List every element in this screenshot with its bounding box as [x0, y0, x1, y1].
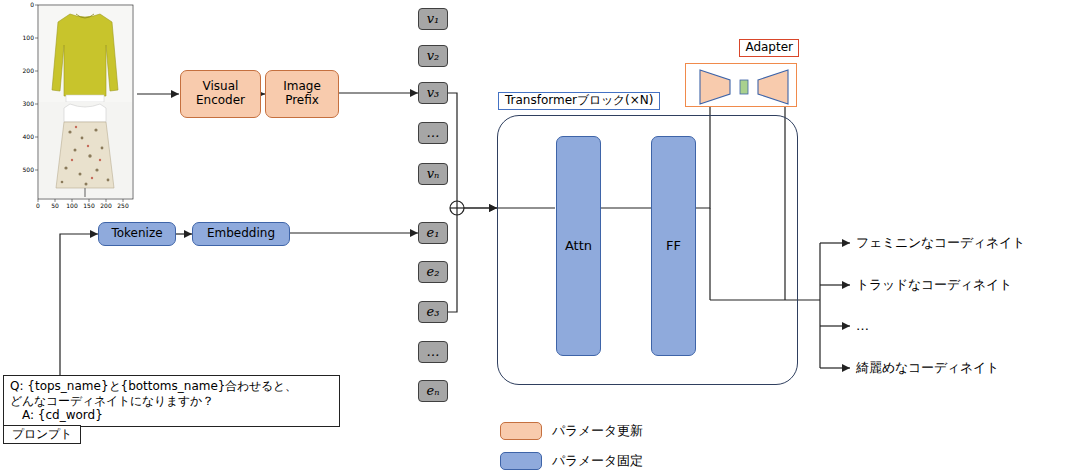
feedforward-layer: FF — [651, 136, 696, 356]
node-text: … — [427, 345, 440, 360]
flow-connector — [448, 93, 497, 208]
node-text: eₙ — [427, 384, 440, 399]
axis-tick-label: 150 — [83, 203, 94, 210]
text-token: eₙ — [418, 380, 448, 402]
text-token: e₁ — [418, 222, 448, 244]
output-label: 綺麗めなコーディネイト — [856, 361, 999, 375]
visual-token: vₙ — [418, 163, 448, 185]
axis-tick-label: 500 — [23, 167, 34, 174]
axis-tick-label: 400 — [23, 134, 34, 141]
block-wiring — [497, 107, 820, 368]
prompt-box: Q: {tops_name}と{bottoms_name}合わせると、 どんなコ… — [3, 375, 340, 427]
legend-swatch — [500, 452, 542, 470]
node-text: vₙ — [427, 167, 440, 182]
axis-tick-label: 200 — [100, 203, 111, 210]
adapter-region: Adapter — [685, 63, 797, 107]
node-text: e₃ — [427, 305, 440, 320]
text-token: … — [418, 341, 448, 363]
node-text: e₂ — [427, 265, 440, 280]
tokenize-box: Tokenize — [98, 222, 176, 246]
output-label: … — [856, 319, 869, 333]
input-arrow — [137, 93, 179, 94]
sum-symbol — [450, 201, 464, 215]
node-text: v₂ — [427, 49, 440, 64]
visual-token: … — [418, 122, 448, 144]
node-text: Embedding — [207, 227, 275, 241]
flow-connector — [60, 234, 98, 375]
output-label: フェミニンなコーディネイト — [856, 236, 1025, 250]
axis-tick-label: 100 — [66, 203, 77, 210]
node-text: v₁ — [427, 12, 440, 27]
node-text: Attn — [565, 239, 592, 254]
axis-tick-label: 250 — [117, 203, 128, 210]
node-text: Q: {tops_name}と{bottoms_name}合わせると、 どんなコ… — [10, 379, 333, 408]
legend-text: パラメータ更新 — [552, 424, 643, 438]
block-heading: Transformerブロック(×N) — [498, 92, 660, 110]
adapter-icon — [700, 70, 788, 104]
legend-text: パラメータ固定 — [552, 454, 643, 468]
flow-connector — [176, 233, 192, 234]
axis-tick-label: 100 — [23, 35, 34, 42]
encoder-box: Visual Encoder — [180, 70, 261, 118]
node-text: Image Prefix — [269, 80, 335, 108]
node-text: v₃ — [427, 86, 440, 101]
output-arrows — [820, 243, 850, 368]
visual-token: v₃ — [418, 82, 448, 104]
node-text: … — [427, 126, 440, 141]
transformer-block: Transformerブロック(×N)AttnFF — [497, 115, 798, 385]
flow-connector — [448, 208, 497, 312]
flow-connector — [339, 92, 418, 93]
embedding-box: Embedding — [192, 222, 290, 246]
attention-layer: Attn — [556, 136, 601, 356]
axis-tick-label: 0 — [36, 203, 40, 210]
text-token: e₃ — [418, 301, 448, 323]
node-text: A: {cd_word} — [22, 408, 103, 422]
node-text: プロンプト — [12, 428, 72, 442]
flow-connector — [601, 207, 651, 208]
axis-tick-label: 200 — [23, 68, 34, 75]
flow-connector — [696, 107, 710, 208]
prefix-box: Image Prefix — [265, 70, 339, 118]
block-heading: Adapter — [739, 39, 799, 57]
clothing-image — [35, 5, 133, 202]
text-token: e₂ — [418, 261, 448, 283]
node-text: FF — [666, 239, 681, 254]
node-text: Visual Encoder — [184, 80, 257, 108]
visual-token: v₂ — [418, 45, 448, 67]
axis-tick-label: 300 — [23, 101, 34, 108]
visual-token: v₁ — [418, 8, 448, 30]
legend-swatch — [500, 422, 542, 440]
axis-tick-label: 50 — [51, 203, 59, 210]
node-text: e₁ — [427, 226, 440, 241]
prompt-label: プロンプト — [3, 425, 81, 444]
axis-tick-label: 0 — [30, 2, 34, 9]
flow-connector — [290, 232, 418, 233]
output-label: トラッドなコーディネイト — [856, 278, 1012, 292]
node-text: Tokenize — [111, 227, 162, 241]
